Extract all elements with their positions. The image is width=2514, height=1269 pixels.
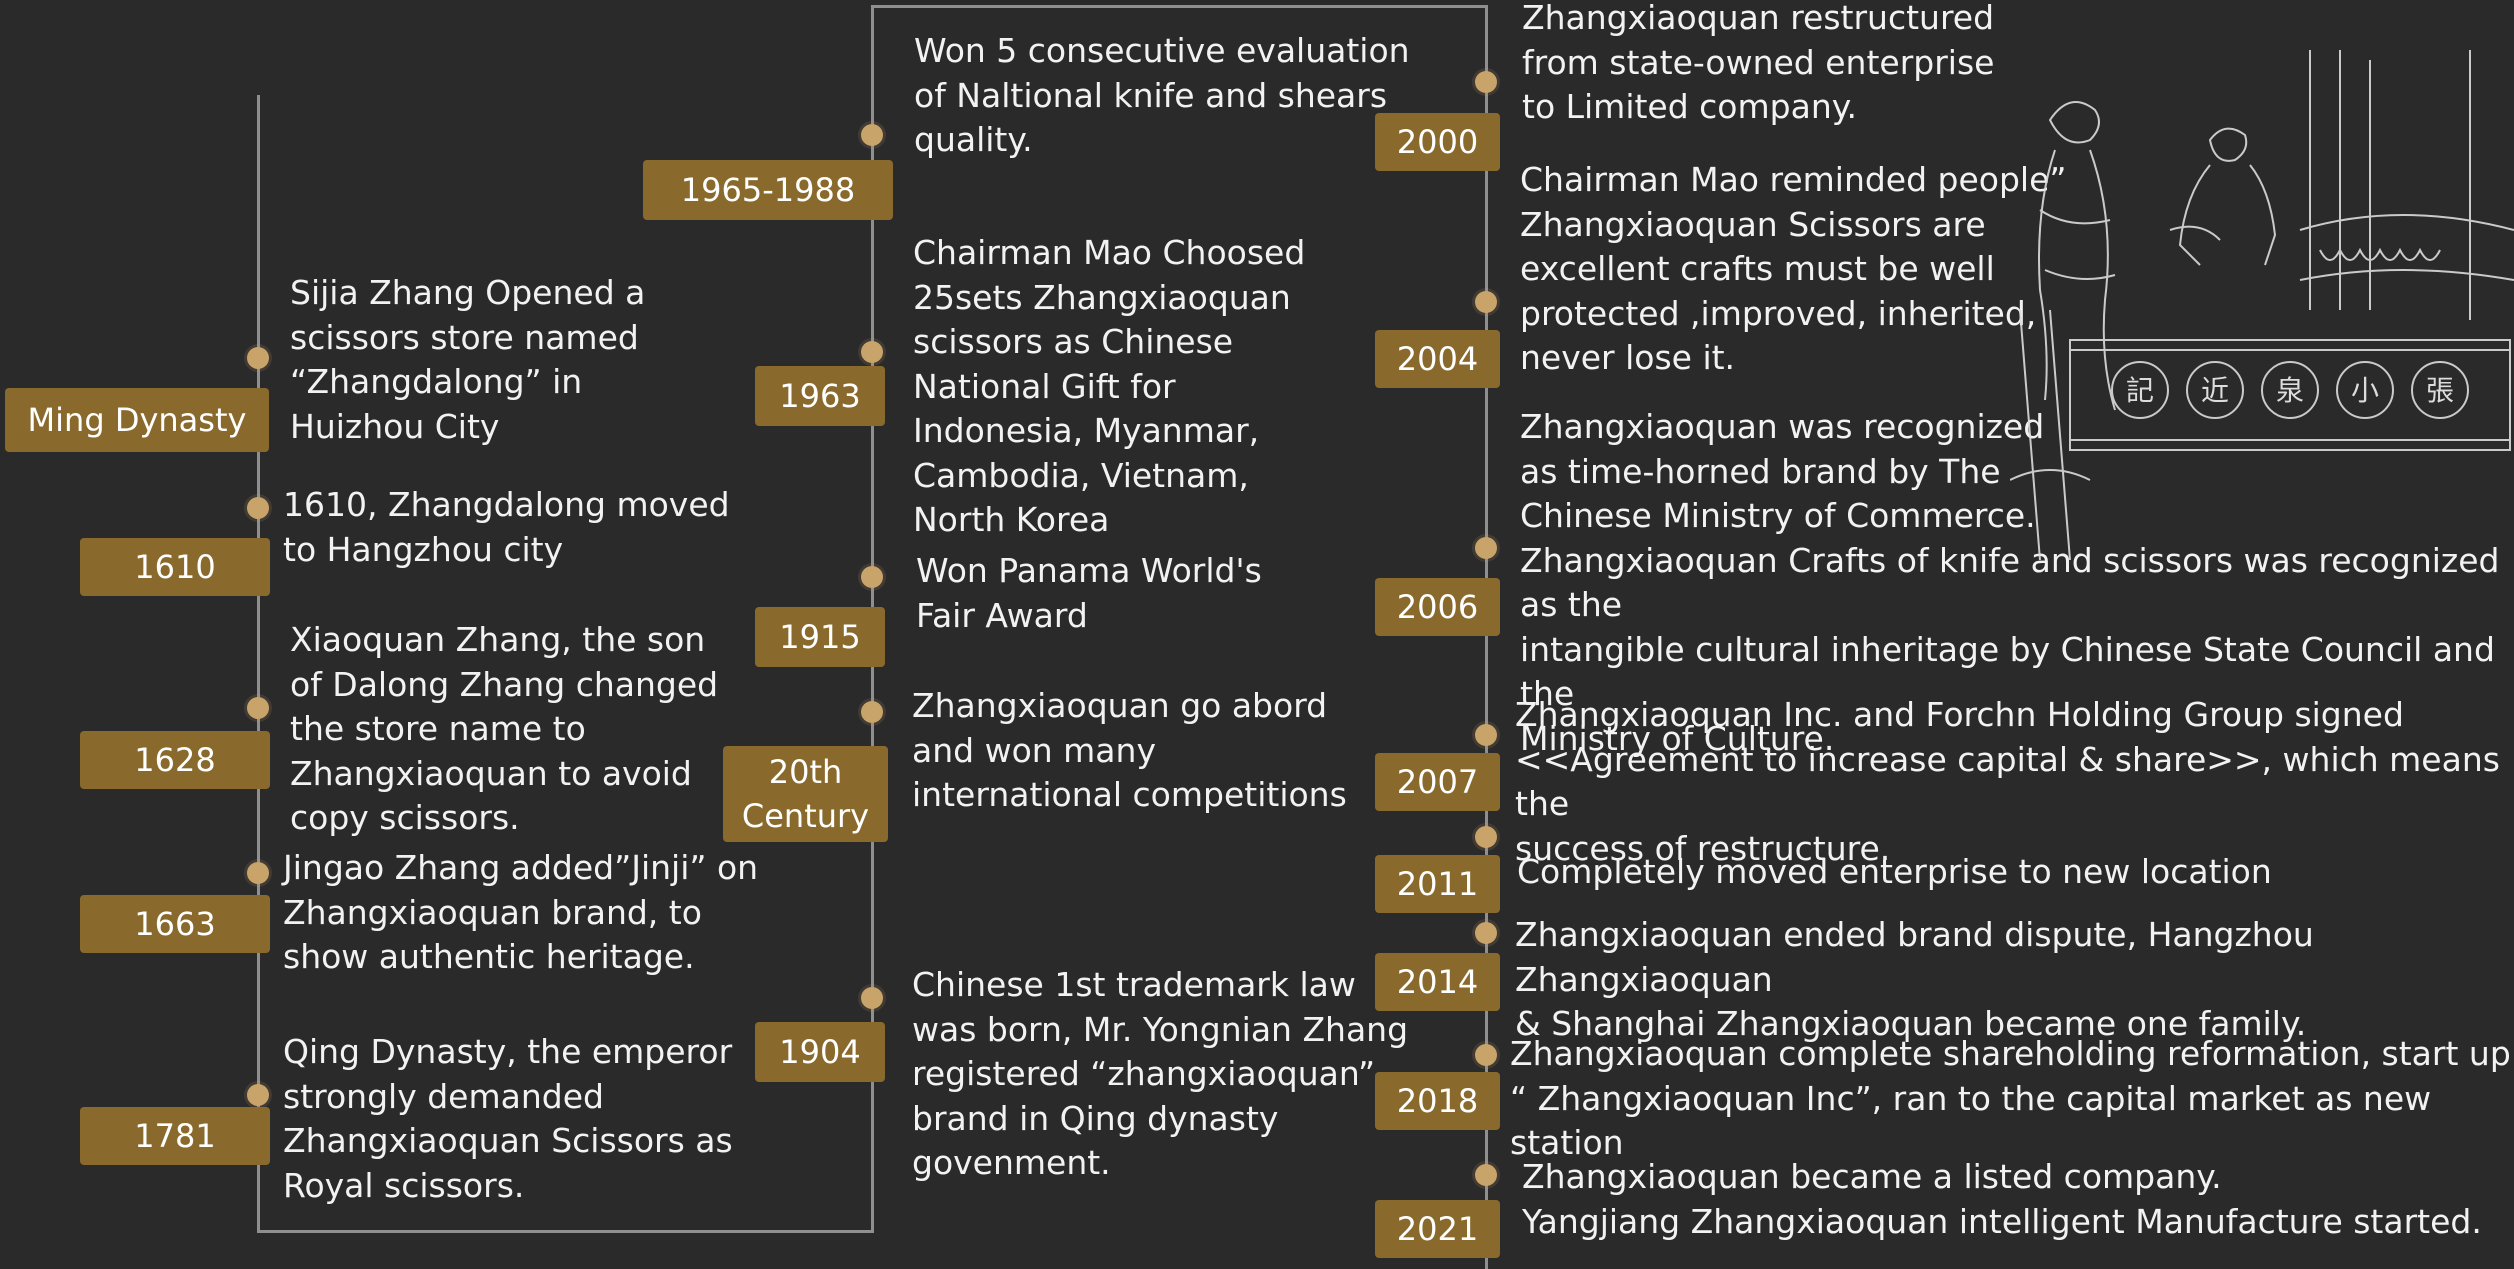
sign-character: 記 xyxy=(2126,374,2154,407)
event-text: Won 5 consecutive evaluation of Naltiona… xyxy=(914,31,1410,159)
right-timeline-line xyxy=(1485,5,1488,1269)
year-badge: 2006 xyxy=(1375,578,1500,636)
year-badge: 1610 xyxy=(80,538,270,596)
event-text: Zhangxiaoquan restructured from state-ow… xyxy=(1522,0,1995,126)
event-text: Zhangxiaoquan was recognized as time-hor… xyxy=(1520,407,2500,758)
year-badge: 1915 xyxy=(755,607,885,667)
event-text: Won Panama World's Fair Award xyxy=(916,551,1262,635)
timeline-node xyxy=(1475,537,1497,559)
timeline-node xyxy=(247,697,269,719)
timeline-node xyxy=(247,347,269,369)
timeline-node xyxy=(861,341,883,363)
year-badge: 2011 xyxy=(1375,855,1500,913)
year-badge: 2018 xyxy=(1375,1072,1500,1130)
timeline-node xyxy=(247,862,269,884)
event-text: Chairman Mao Choosed 25sets Zhangxiaoqua… xyxy=(913,233,1306,539)
year-badge: 2007 xyxy=(1375,753,1500,811)
timeline-node xyxy=(1475,826,1497,848)
year-badge: 2000 xyxy=(1375,113,1500,171)
timeline-node xyxy=(1475,1164,1497,1186)
year-badge: 2021 xyxy=(1375,1200,1500,1258)
year-badge: 1904 xyxy=(755,1022,885,1082)
timeline-node xyxy=(247,1084,269,1106)
event-text: Zhangxiaoquan go abord and won many inte… xyxy=(912,686,1347,814)
timeline-node xyxy=(1475,1044,1497,1066)
year-badge: 1963 xyxy=(755,366,885,426)
left-timeline-line xyxy=(257,95,260,1233)
year-badge: 2014 xyxy=(1375,953,1500,1011)
event-text: Chinese 1st trademark law was born, Mr. … xyxy=(912,965,1409,1182)
event-text: Jingao Zhang added”Jinji” on Zhangxiaoqu… xyxy=(283,848,759,976)
top-connector-line xyxy=(871,5,1488,8)
shop-sketch-illustration: 記 近 泉 小 張 xyxy=(2010,50,2514,560)
bottom-connector-line xyxy=(257,1230,874,1233)
event-text: 1610, Zhangdalong moved to Hangzhou city xyxy=(283,485,730,569)
timeline-node xyxy=(1475,724,1497,746)
event-text: Zhangxiaoquan Inc. and Forchn Holding Gr… xyxy=(1515,695,2500,868)
event-text: Zhangxiaoquan became a listed company. Y… xyxy=(1522,1157,2482,1241)
sign-character: 張 xyxy=(2426,374,2454,407)
event-text: Zhangxiaoquan complete shareholding refo… xyxy=(1510,1034,2511,1162)
timeline-node xyxy=(861,566,883,588)
sign-character: 小 xyxy=(2351,374,2379,407)
event-text: Qing Dynasty, the emperor strongly deman… xyxy=(283,1032,733,1205)
sign-character: 泉 xyxy=(2276,374,2304,407)
year-badge: 1965-1988 xyxy=(643,160,893,220)
sign-character: 近 xyxy=(2201,374,2229,407)
year-badge: 1628 xyxy=(80,731,270,789)
timeline-node xyxy=(861,701,883,723)
event-text: Chairman Mao reminded people” Zhangxiaoq… xyxy=(1520,160,2067,377)
timeline-node xyxy=(1475,291,1497,313)
timeline-node xyxy=(1475,922,1497,944)
timeline-node xyxy=(861,124,883,146)
timeline-node xyxy=(1475,71,1497,93)
year-badge: 20th Century xyxy=(723,746,888,842)
timeline-node xyxy=(247,497,269,519)
year-badge: 2004 xyxy=(1375,330,1500,388)
event-text: Zhangxiaoquan ended brand dispute, Hangz… xyxy=(1515,915,2314,1043)
year-badge: 1781 xyxy=(80,1107,270,1165)
event-text: Xiaoquan Zhang, the son of Dalong Zhang … xyxy=(290,620,719,837)
event-text: Completely moved enterprise to new locat… xyxy=(1517,852,2272,891)
year-badge: Ming Dynasty xyxy=(5,388,269,452)
timeline-node xyxy=(861,987,883,1009)
year-badge: 1663 xyxy=(80,895,270,953)
event-text: Sijia Zhang Opened a scissors store name… xyxy=(290,273,646,446)
